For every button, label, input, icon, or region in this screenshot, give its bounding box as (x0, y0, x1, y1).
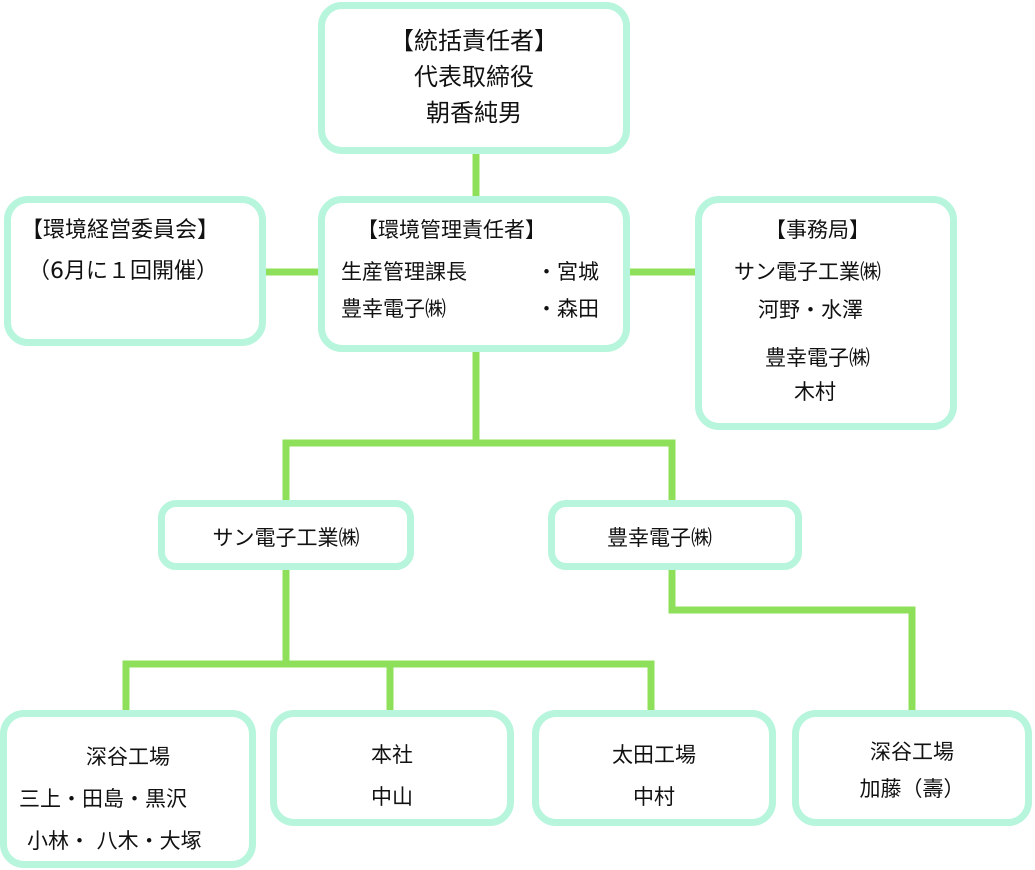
chief-manager-box: 【統括責任者】 代表取締役 朝香純男 (318, 2, 630, 154)
office-company1: サン電子工業㈱ (734, 260, 881, 284)
environment-manager-box: 【環境管理責任者】 生産管理課長 ・宮城 豊幸電子㈱ ・森田 (318, 196, 630, 352)
office-names2: 木村 (794, 380, 836, 404)
ota-name: 中村 (633, 785, 675, 809)
sun-label: サン電子工業㈱ (212, 526, 360, 550)
committee-box: 【環境経営委員会】 （6月に１回開催） (4, 196, 266, 346)
manager-line2-right: ・森田 (536, 297, 599, 321)
fukaya-plant-sun-box: 深谷工場 三上・田島・黒沢 小林・ 八木・大塚 (0, 710, 256, 868)
connector-hosai-fukaya2 (668, 570, 916, 710)
fukaya-plant-hosai-box: 深谷工場 加藤（壽） (792, 710, 1032, 826)
ota-plant-box: 太田工場 中村 (532, 710, 776, 826)
office-company2: 豊幸電子㈱ (765, 346, 870, 370)
fukaya2-name: 加藤（壽） (859, 777, 965, 801)
office-heading: 【事務局】 (765, 218, 870, 242)
fukaya1-title: 深谷工場 (86, 745, 170, 769)
manager-line2-left: 豊幸電子㈱ (341, 297, 446, 321)
hosai-label: 豊幸電子㈱ (607, 526, 712, 550)
secretariat-box: 【事務局】 サン電子工業㈱ 河野・水澤 豊幸電子㈱ 木村 (695, 196, 957, 430)
fukaya1-names2: 小林・ 八木・大塚 (27, 829, 202, 853)
fukaya2-title: 深谷工場 (870, 740, 954, 764)
manager-heading: 【環境管理責任者】 (357, 218, 546, 242)
sun-denshi-box: サン電子工業㈱ (158, 500, 414, 570)
connector-branch-bar (282, 439, 676, 500)
manager-line1-right: ・宮城 (536, 260, 599, 284)
office-names1: 河野・水澤 (758, 298, 863, 322)
honsha-name: 中山 (371, 785, 413, 809)
chief-name: 朝香純男 (426, 99, 522, 127)
head-office-box: 本社 中山 (270, 710, 514, 826)
fukaya1-names1: 三上・田島・黒沢 (19, 787, 187, 811)
hosai-denshi-box: 豊幸電子㈱ (548, 500, 802, 570)
committee-note: （6月に１回開催） (28, 259, 218, 284)
honsha-title: 本社 (371, 743, 413, 767)
committee-heading: 【環境経営委員会】 (21, 218, 220, 243)
chief-heading: 【統括責任者】 (390, 27, 558, 55)
ota-title: 太田工場 (612, 743, 696, 767)
chief-role: 代表取締役 (414, 63, 534, 91)
manager-line1-left: 生産管理課長 (341, 260, 467, 284)
